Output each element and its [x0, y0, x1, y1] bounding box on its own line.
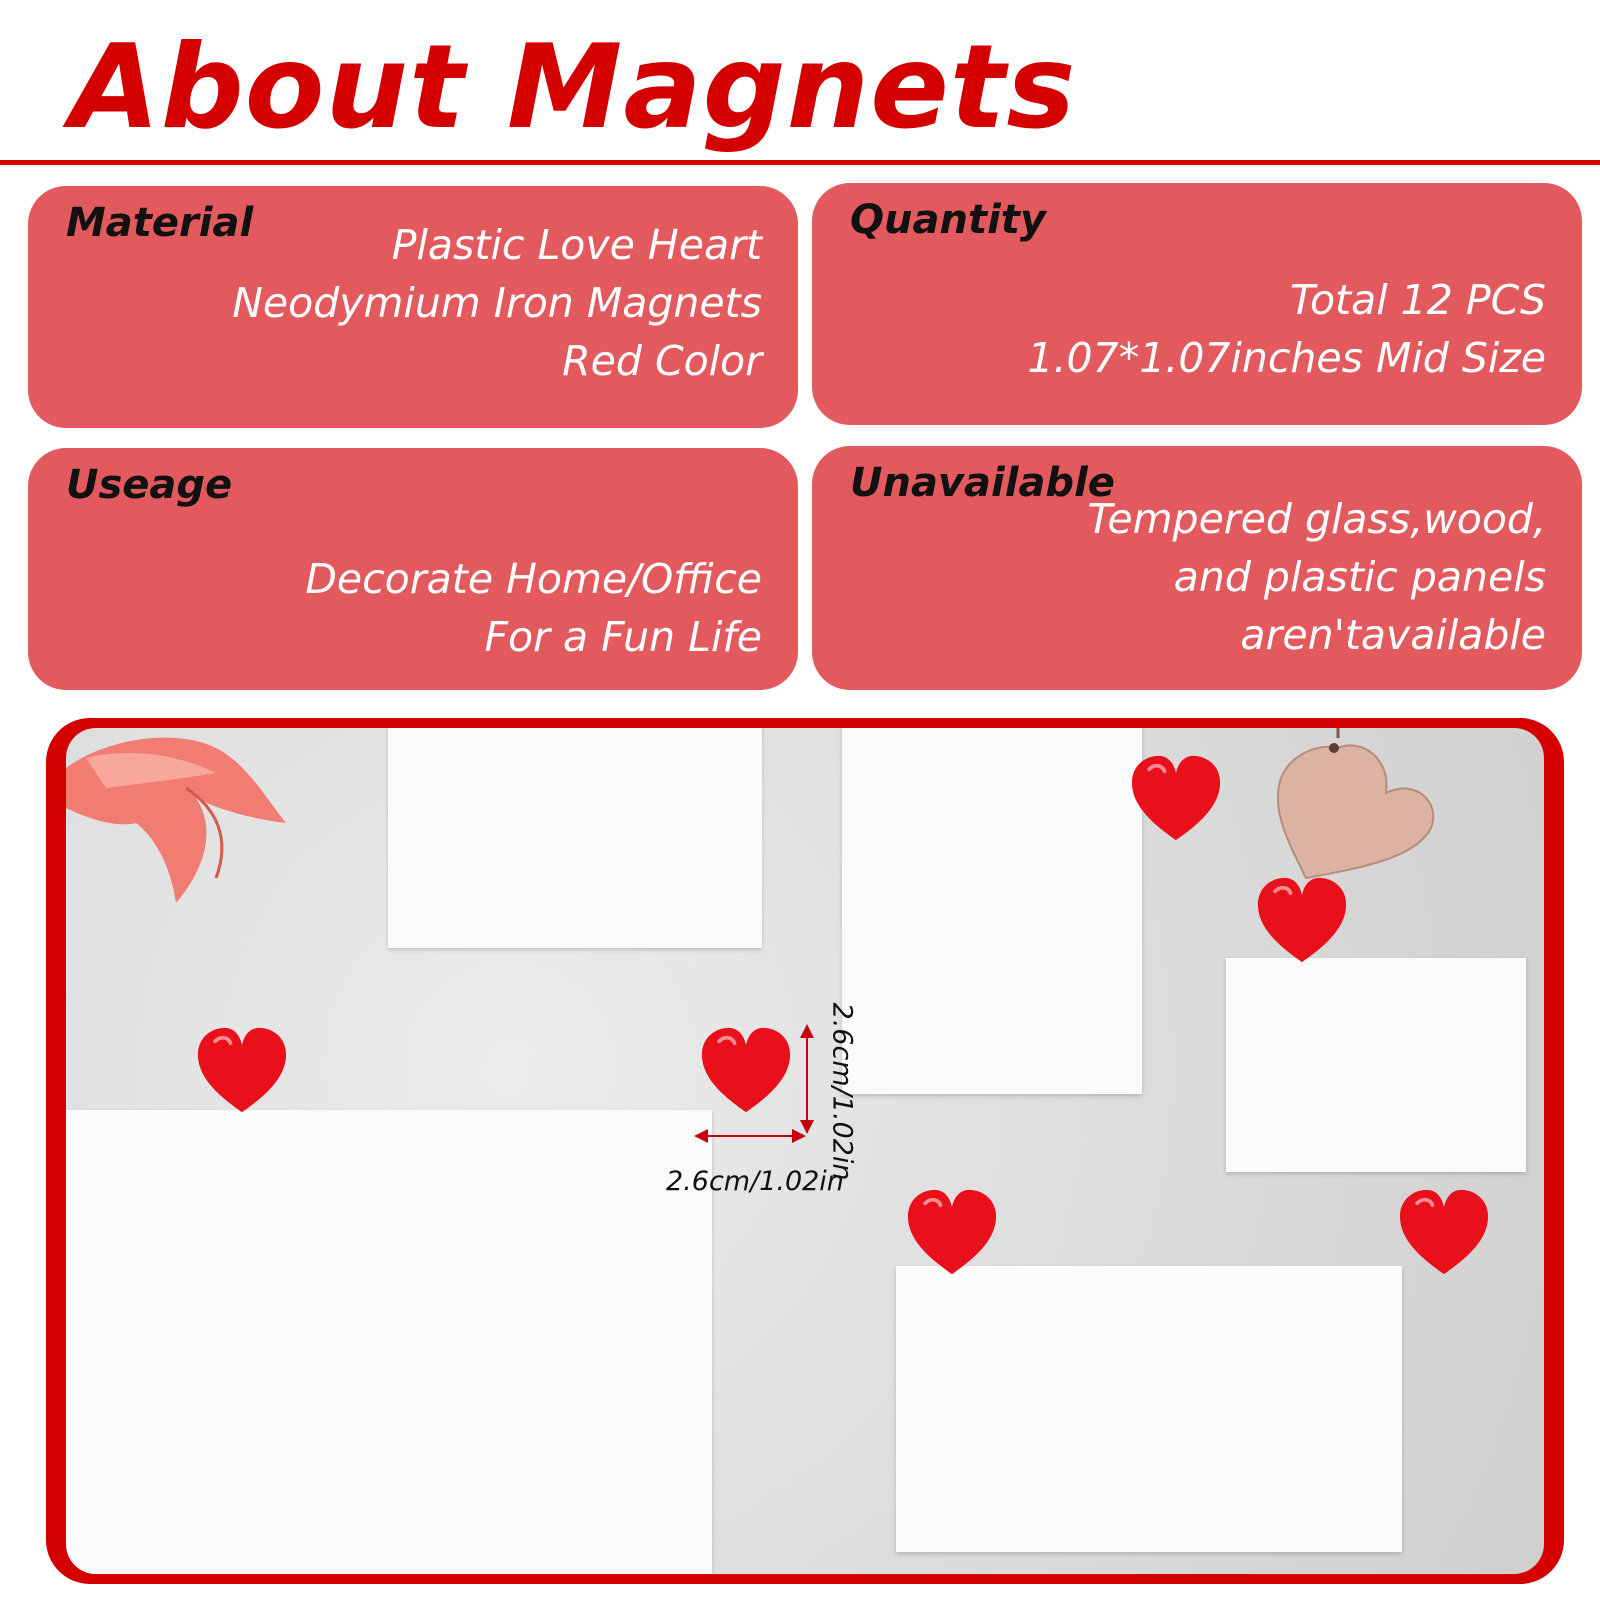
useage-panel: Useage Decorate Home/Office For a Fun Li…	[28, 448, 798, 690]
quantity-details: Total 12 PCS 1.07*1.07inches Mid Size	[1027, 271, 1546, 387]
quantity-panel: Quantity Total 12 PCS 1.07*1.07inches Mi…	[812, 183, 1582, 425]
unavailable-line: and plastic panels	[1173, 553, 1546, 601]
heart-magnet-icon	[1399, 1189, 1489, 1275]
unavailable-line: aren'tavailable	[1240, 611, 1546, 659]
heart-magnet-icon	[907, 1189, 997, 1275]
note-paper	[842, 728, 1142, 1094]
unavailable-line: Tempered glass,wood,	[1087, 495, 1546, 543]
height-dimension-label: 2.6cm/1.02in	[826, 1002, 858, 1181]
unavailable-details: Tempered glass,wood, and plastic panels …	[1087, 490, 1546, 664]
useage-label: Useage	[66, 462, 233, 508]
note-paper	[1226, 958, 1526, 1172]
useage-line: Decorate Home/Office	[305, 555, 762, 603]
quantity-line: 1.07*1.07inches Mid Size	[1027, 334, 1546, 382]
title-divider	[0, 160, 1600, 165]
heart-magnet-icon	[701, 1027, 791, 1113]
quantity-label: Quantity	[850, 197, 1046, 243]
page-title: About Magnets	[70, 20, 1077, 155]
unavailable-label: Unavailable	[850, 460, 1115, 506]
heart-magnet-icon	[1131, 755, 1221, 841]
unavailable-panel: Unavailable Tempered glass,wood, and pla…	[812, 446, 1582, 690]
material-label: Material	[66, 200, 254, 246]
quantity-line: Total 12 PCS	[1289, 276, 1546, 324]
heart-magnet-icon	[197, 1027, 287, 1113]
material-line: Neodymium Iron Magnets	[232, 279, 762, 327]
flower-petal-icon	[66, 737, 286, 903]
material-line: Red Color	[562, 337, 762, 385]
wooden-heart-icon	[1276, 728, 1435, 880]
width-dimension-label: 2.6cm/1.02in	[666, 1166, 844, 1197]
material-details: Plastic Love Heart Neodymium Iron Magnet…	[232, 216, 762, 390]
note-paper	[66, 1110, 712, 1574]
material-line: Plastic Love Heart	[391, 221, 762, 269]
note-paper	[388, 728, 762, 948]
useage-details: Decorate Home/Office For a Fun Life	[305, 550, 762, 666]
material-panel: Material Plastic Love Heart Neodymium Ir…	[28, 186, 798, 428]
note-paper	[896, 1266, 1402, 1552]
dimension-arrow-icon	[800, 1024, 814, 1134]
useage-line: For a Fun Life	[484, 613, 762, 661]
dimension-arrow-icon	[694, 1129, 806, 1143]
product-photo: 2.6cm/1.02in 2.6cm/1.02in	[66, 728, 1544, 1574]
heart-magnet-icon	[1257, 877, 1347, 963]
